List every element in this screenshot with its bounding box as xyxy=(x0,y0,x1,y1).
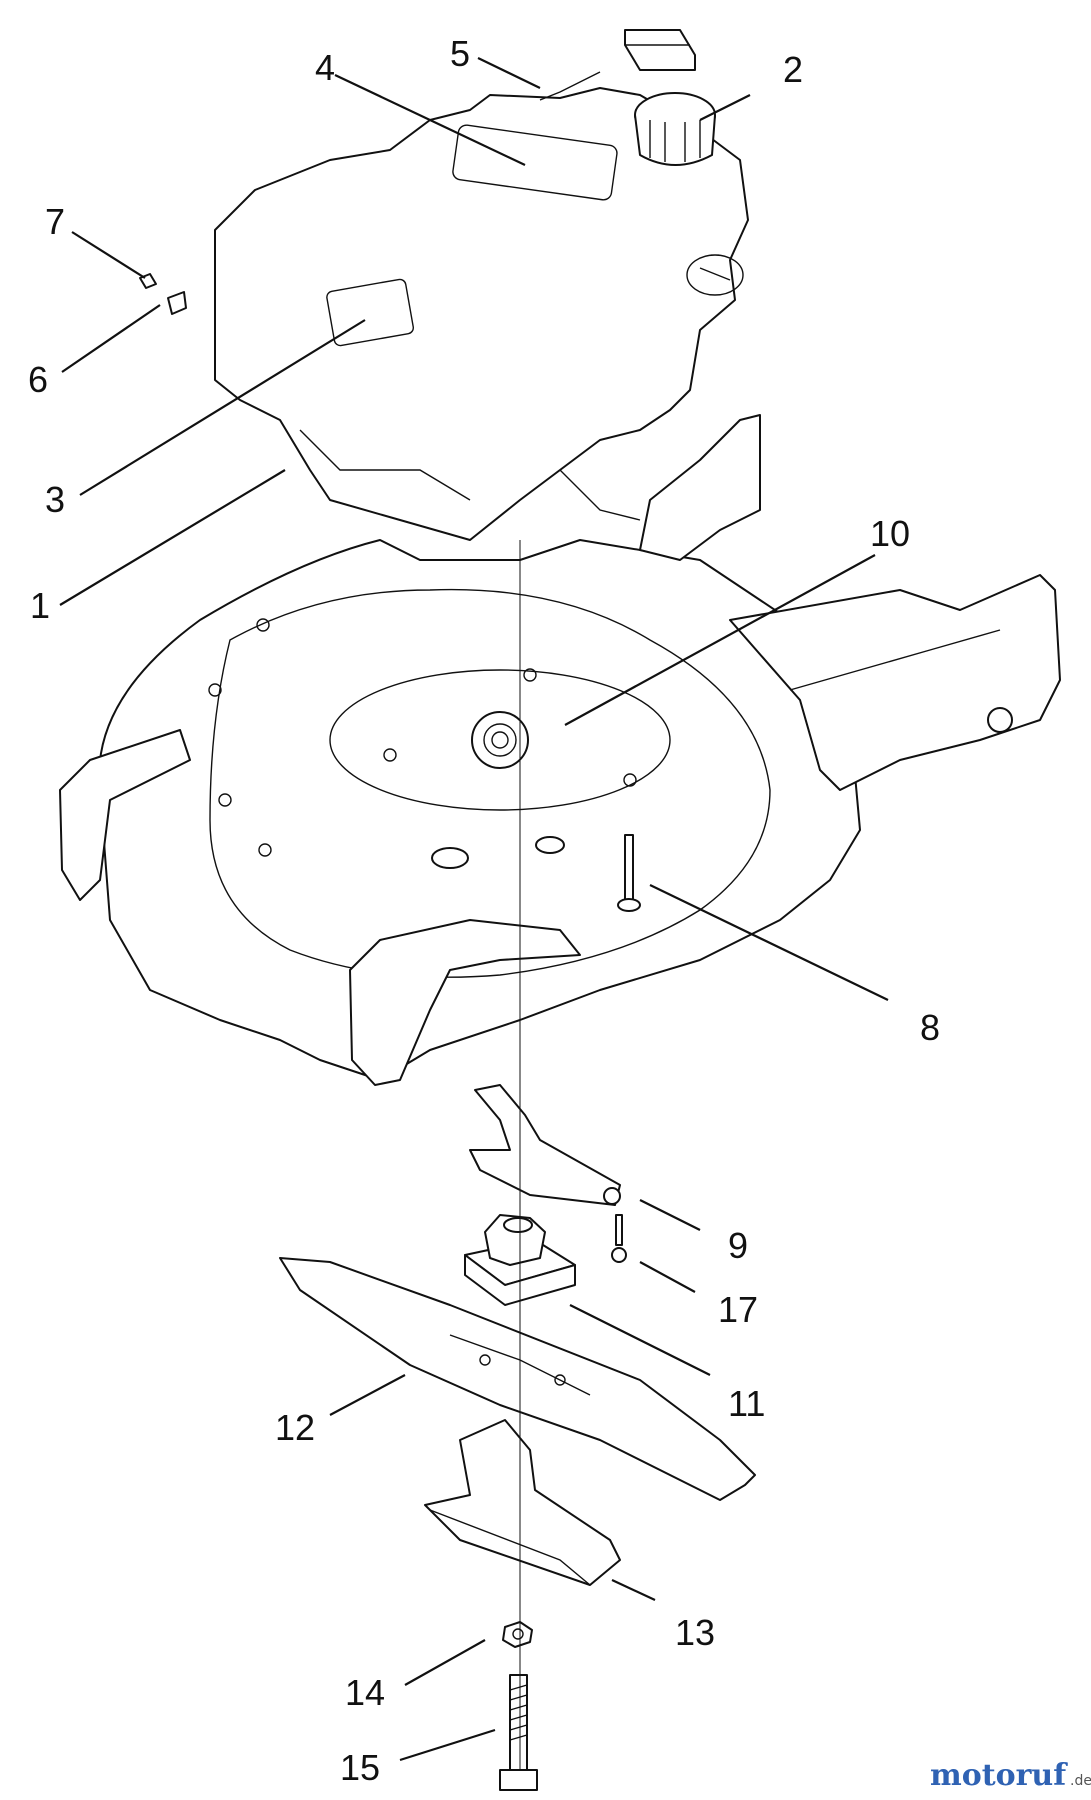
callout-12: 12 xyxy=(275,1407,315,1448)
blade-stiffener xyxy=(424,1419,621,1586)
primer-bulb xyxy=(539,29,696,101)
blade-adapter xyxy=(464,1214,576,1306)
watermark-logo: motoruf .de xyxy=(930,1758,1091,1793)
callout-13: 13 xyxy=(675,1612,715,1653)
callout-8: 8 xyxy=(920,1007,940,1048)
callout-4: 4 xyxy=(315,47,335,88)
fuel-cap xyxy=(634,92,716,166)
callout-3: 3 xyxy=(45,479,65,520)
callout-14: 14 xyxy=(345,1672,385,1713)
callout-11: 11 xyxy=(728,1383,765,1424)
callout-1: 1 xyxy=(30,585,50,626)
callout-9: 9 xyxy=(728,1225,748,1266)
rear-axle-bracket xyxy=(729,574,1061,791)
baffle-strap xyxy=(469,1084,621,1206)
mower-deck xyxy=(59,539,861,1086)
hex-nut xyxy=(502,1621,533,1648)
callout-6: 6 xyxy=(28,359,48,400)
callout-7: 7 xyxy=(45,201,65,242)
callout-17: 17 xyxy=(718,1289,758,1330)
adapter-screw xyxy=(611,1214,627,1263)
callout-5: 5 xyxy=(450,33,470,74)
svg-text:.de: .de xyxy=(1070,1773,1091,1789)
callout-2: 2 xyxy=(783,49,803,90)
rear-baffle xyxy=(639,414,761,561)
svg-text:motoruf: motoruf xyxy=(930,1758,1068,1793)
blade-bolt xyxy=(499,1674,538,1791)
leader-lines xyxy=(59,57,889,1762)
callout-15: 15 xyxy=(340,1747,380,1788)
callout-10: 10 xyxy=(870,513,910,554)
engine-body xyxy=(214,87,749,541)
clip-and-screw xyxy=(139,273,187,315)
